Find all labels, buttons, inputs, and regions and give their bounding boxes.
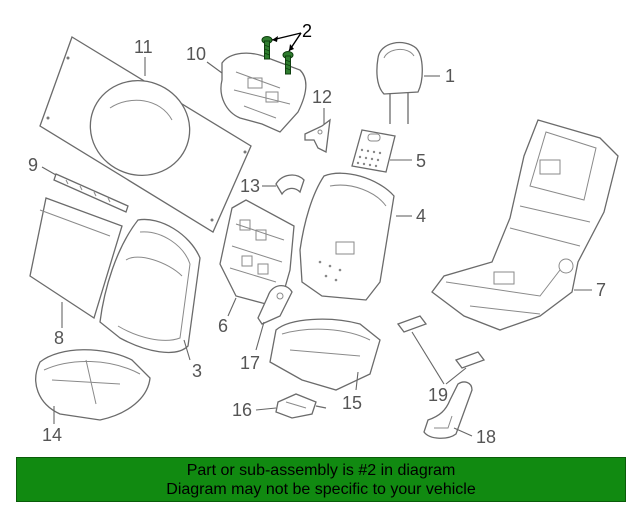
callout-5: 5: [416, 151, 426, 171]
callout-2: 2: [302, 21, 312, 41]
callout-9: 9: [28, 155, 38, 175]
part-17-hinge-bracket[interactable]: [257, 285, 293, 325]
part-1-headrest[interactable]: [376, 41, 423, 124]
seat-parts-diagram: 11 10 2 1 12: [28, 21, 619, 447]
part-15-seat-cushion-foam[interactable]: [269, 318, 381, 391]
callout-4: 4: [416, 206, 426, 226]
part-7-seat-frame[interactable]: [431, 119, 619, 331]
callout-1: 1: [445, 66, 455, 86]
callout-6: 6: [218, 316, 228, 336]
callout-18: 18: [476, 427, 496, 447]
callout-8: 8: [54, 328, 64, 348]
part-3-seat-back-cushion[interactable]: [99, 218, 201, 354]
part-5-lumbar-pad[interactable]: [351, 129, 396, 173]
callout-16: 16: [232, 400, 252, 420]
callout-11: 11: [134, 37, 153, 57]
part-16-latch[interactable]: [275, 393, 327, 419]
part-12-bracket[interactable]: [304, 118, 331, 153]
callout-10: 10: [186, 44, 206, 64]
part-14-seat-cushion[interactable]: [35, 349, 151, 421]
callout-3: 3: [192, 361, 202, 381]
banner-line-1: Part or sub-assembly is #2 in diagram: [186, 461, 456, 479]
part-10-headrest-bracket[interactable]: [220, 52, 307, 133]
callout-12: 12: [312, 87, 332, 107]
part-13-clip[interactable]: [275, 174, 305, 196]
callout-7: 7: [596, 280, 606, 300]
part-9-strip[interactable]: [53, 173, 129, 213]
callout-14: 14: [42, 425, 62, 445]
part-2-screws[interactable]: [261, 36, 294, 75]
callout-13: 13: [240, 176, 260, 196]
callout-15: 15: [342, 393, 362, 413]
part-4-seat-back-foam[interactable]: [299, 172, 395, 301]
part-19-guides[interactable]: [396, 315, 486, 369]
callout-17: 17: [240, 353, 260, 373]
part-notice-banner: Part or sub-assembly is #2 in diagram Di…: [16, 457, 626, 502]
banner-line-2: Diagram may not be specific to your vehi…: [166, 480, 476, 498]
part-8-back-pad[interactable]: [29, 197, 123, 320]
part-18-side-trim[interactable]: [423, 381, 473, 439]
part-11-seat-back-panel[interactable]: [39, 36, 252, 233]
callout-19: 19: [428, 385, 448, 405]
